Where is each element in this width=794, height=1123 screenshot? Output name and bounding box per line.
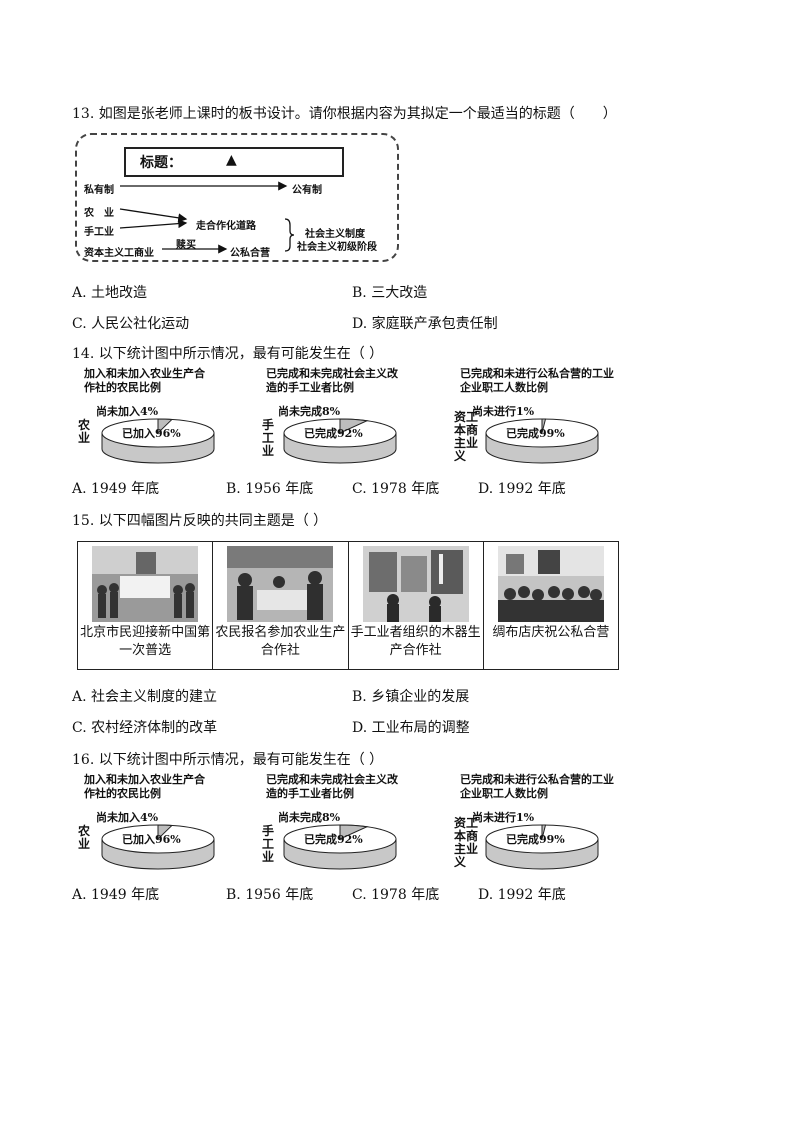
photo-cell-2: 农民报名参加农业生产合作社 — [212, 541, 349, 670]
pie-slice-small — [541, 418, 547, 434]
blackboard-design — [75, 133, 399, 262]
q15-option-b[interactable]: B. 乡镇企业的发展 — [352, 689, 470, 705]
arrow-handi — [119, 219, 188, 229]
q16-option-a[interactable]: A. 1949 年底 — [72, 887, 160, 903]
board-cooperation: 走合作化道路 — [196, 221, 256, 232]
chart-side-label: 农业 — [78, 418, 91, 445]
chart-title: 加入和未加入农业生产合作社的农民比例 — [84, 367, 205, 394]
board-capitalist: 资本主义工商业 — [84, 248, 154, 259]
board-title-label: 标题： — [140, 155, 182, 171]
board-handicraft: 手工业 — [84, 227, 114, 238]
q15-option-a[interactable]: A. 社会主义制度的建立 — [72, 689, 218, 705]
arrow-agri — [119, 208, 188, 223]
pie-slice-small — [157, 418, 174, 435]
photo-table: 北京市民迎接新中国第一次普选 农民报名参加农业生产合作社 — [76, 541, 620, 670]
pie-slice-small — [339, 418, 369, 434]
pie-label-small: 尚未加入4% — [96, 405, 159, 418]
q13-option-a[interactable]: A. 土地改造 — [72, 285, 148, 301]
q14-option-c[interactable]: C. 1978 年底 — [352, 481, 440, 497]
chart-side-label: 手工业 — [262, 418, 275, 458]
q13-option-b[interactable]: B. 三大改造 — [352, 285, 428, 301]
pie-label-small: 尚未加入4% — [96, 811, 159, 824]
q13-stem: 13. 如图是张老师上课时的板书设计。请你根据内容为其拟定一个最适当的标题（ ） — [72, 106, 617, 122]
board-buyout: 赎买 — [176, 240, 196, 251]
board-private: 私有制 — [84, 185, 114, 196]
q15-option-d[interactable]: D. 工业布局的调整 — [352, 720, 470, 736]
pie-slice-small — [339, 824, 369, 840]
q13-option-c[interactable]: C. 人民公社化运动 — [72, 316, 190, 332]
pie-chart — [101, 418, 215, 464]
photo-cell-1: 北京市民迎接新中国第一次普选 — [76, 541, 214, 670]
pie-label-big: 已加入96% — [122, 427, 181, 440]
board-arrows — [119, 181, 295, 254]
q16-option-d[interactable]: D. 1992 年底 — [478, 887, 566, 903]
photo-cell-3: 手工业者组织的木器生产合作社 — [347, 541, 484, 670]
photo-caption-4: 绸布店庆祝公私合营 — [492, 625, 610, 640]
photo-caption-1: 北京市民迎接新中国第一次普选 — [80, 625, 211, 658]
chart-title: 已完成和未进行公私合营的工业企业职工人数比例 — [460, 773, 614, 800]
pie-chart — [283, 824, 397, 870]
board-public: 公有制 — [292, 185, 322, 196]
chart-side-label: 农业 — [78, 824, 91, 851]
pie-label-big: 已完成92% — [304, 427, 363, 440]
chart-side-label: 手工业 — [262, 824, 275, 864]
photo-cloth-store — [497, 546, 604, 622]
pie-chart — [101, 824, 215, 870]
board-joint: 公私合营 — [230, 248, 270, 259]
pie-label-small: 尚未进行1% — [472, 405, 535, 418]
q16-option-b[interactable]: B. 1956 年底 — [226, 887, 314, 903]
photo-caption-2: 农民报名参加农业生产合作社 — [215, 625, 346, 658]
pie-label-big: 已完成92% — [304, 833, 363, 846]
brace — [284, 218, 295, 252]
q14-stem: 14. 以下统计图中所示情况，最有可能发生在（ ） — [72, 346, 384, 362]
board-result-2: 社会主义初级阶段 — [297, 242, 377, 253]
pie-label-big: 已完成99% — [506, 427, 565, 440]
q16-stem: 16. 以下统计图中所示情况，最有可能发生在（ ） — [72, 752, 384, 768]
pie-chart — [485, 824, 599, 870]
q15-stem: 15. 以下四幅图片反映的共同主题是（ ） — [72, 513, 328, 529]
q13-option-d[interactable]: D. 家庭联产承包责任制 — [352, 316, 498, 332]
pie-chart — [485, 418, 599, 464]
board-result-1: 社会主义制度 — [305, 229, 365, 240]
triangle-icon: ▲ — [226, 152, 237, 168]
q14-option-b[interactable]: B. 1956 年底 — [226, 481, 314, 497]
q15-option-c[interactable]: C. 农村经济体制的改革 — [72, 720, 218, 736]
chart-side-label: 资工本商主业义 — [454, 410, 479, 463]
board-agriculture: 农 业 — [84, 208, 114, 219]
photo-woodwork — [362, 546, 469, 622]
photo-election — [92, 546, 199, 622]
pie-slice-small — [541, 824, 547, 840]
pie-label-small: 尚未完成8% — [278, 405, 341, 418]
pie-label-small: 尚未完成8% — [278, 811, 341, 824]
chart-title: 加入和未加入农业生产合作社的农民比例 — [84, 773, 205, 800]
pie-label-small: 尚未进行1% — [472, 811, 535, 824]
chart-title: 已完成和未完成社会主义改造的手工业者比例 — [266, 773, 398, 800]
q16-option-c[interactable]: C. 1978 年底 — [352, 887, 440, 903]
photo-farmers — [227, 546, 334, 622]
photo-caption-3: 手工业者组织的木器生产合作社 — [350, 625, 481, 658]
board-title-box — [124, 147, 344, 177]
photo-cell-4: 绸布店庆祝公私合营 — [482, 541, 620, 670]
chart-title: 已完成和未完成社会主义改造的手工业者比例 — [266, 367, 398, 394]
chart-side-label: 资工本商主业义 — [454, 816, 479, 869]
q14-option-d[interactable]: D. 1992 年底 — [478, 481, 566, 497]
pie-chart — [283, 418, 397, 464]
chart-title: 已完成和未进行公私合营的工业企业职工人数比例 — [460, 367, 614, 394]
pie-slice-small — [157, 824, 174, 841]
pie-label-big: 已完成99% — [506, 833, 565, 846]
q14-option-a[interactable]: A. 1949 年底 — [72, 481, 160, 497]
pie-label-big: 已加入96% — [122, 833, 181, 846]
